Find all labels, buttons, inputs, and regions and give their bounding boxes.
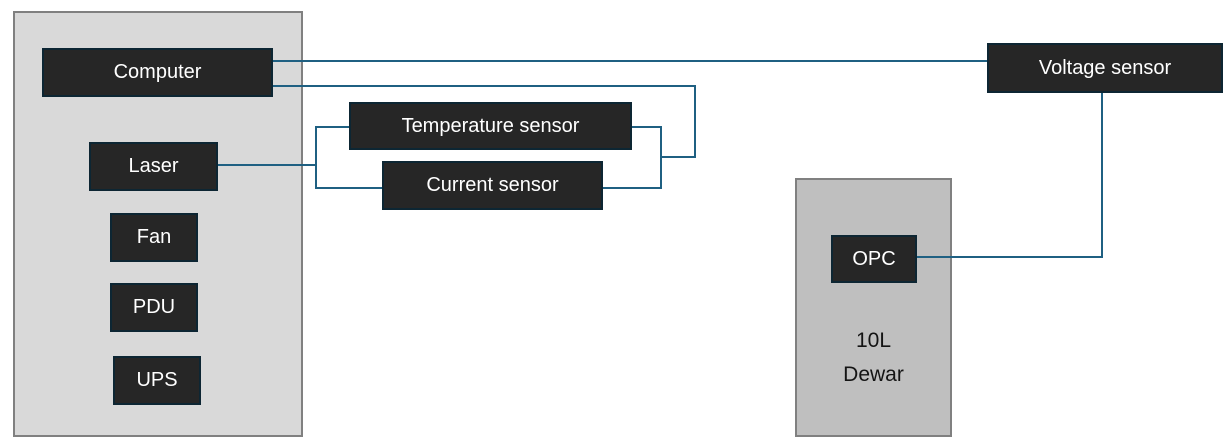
node-fan: Fan <box>110 213 198 262</box>
connector-computer-voltage-sensor <box>273 60 987 62</box>
connector-temperature-left-stub <box>315 126 349 128</box>
connector-sensors-right-vertical <box>660 126 662 189</box>
node-voltage-sensor: Voltage sensor <box>987 43 1223 93</box>
connector-computer-sensors-v <box>694 85 696 158</box>
node-computer: Computer <box>42 48 273 97</box>
connector-voltage-opc-horizontal <box>917 256 1103 258</box>
connector-current-left-stub <box>315 187 382 189</box>
node-ups: UPS <box>113 356 201 405</box>
node-opc: OPC <box>831 235 917 283</box>
connector-temperature-right-stub <box>632 126 662 128</box>
node-laser: Laser <box>89 142 218 191</box>
connector-laser-sensors <box>218 164 317 166</box>
connector-current-right-stub <box>603 187 662 189</box>
dewar-panel: 10L Dewar <box>795 178 952 437</box>
connector-computer-sensors-h2 <box>661 156 696 158</box>
connector-sensors-left-vertical <box>315 126 317 189</box>
node-current-sensor: Current sensor <box>382 161 603 210</box>
dewar-label: 10L Dewar <box>843 329 904 386</box>
node-pdu: PDU <box>110 283 198 332</box>
connector-voltage-opc-vertical <box>1101 93 1103 258</box>
connector-computer-sensors-h1 <box>273 85 696 87</box>
node-temperature-sensor: Temperature sensor <box>349 102 632 150</box>
